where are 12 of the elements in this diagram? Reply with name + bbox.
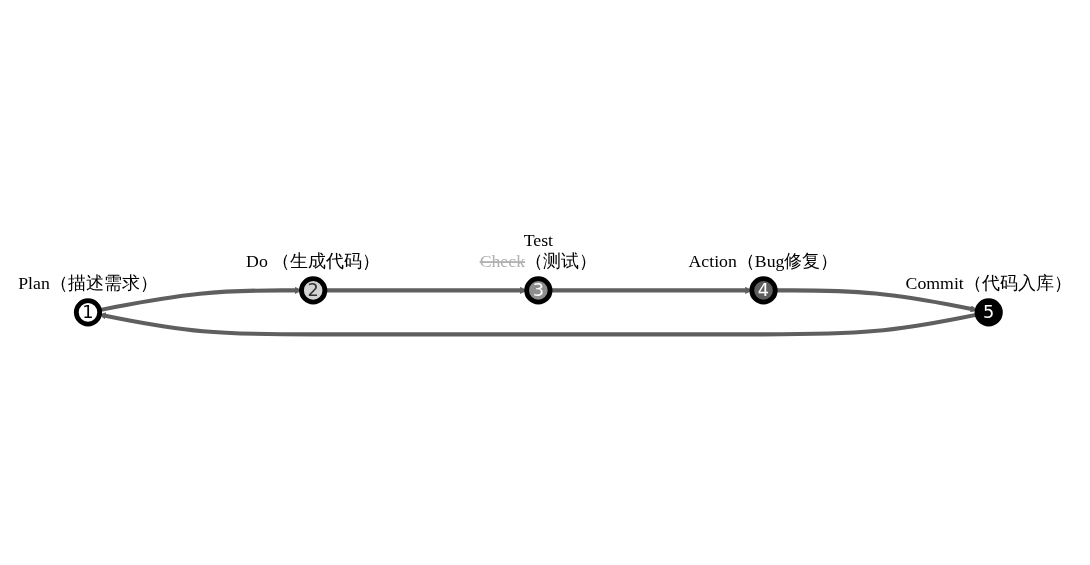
node-caption: Plan（描述需求） (18, 273, 158, 294)
node-caption: Action（Bug修复） (688, 251, 839, 272)
arrow (775, 288, 978, 313)
node-caption: Test (523, 230, 553, 251)
node-circle: 1 (73, 298, 103, 327)
node-circle: 2 (299, 276, 328, 305)
node-caption: Commit（代码入库） (905, 273, 1072, 294)
node-caption: Do （生成代码） (246, 251, 381, 272)
node-circle: 3 (524, 276, 553, 305)
node-caption: Check（测试） (479, 251, 597, 272)
node-circle: 5 (974, 298, 1003, 327)
node-circle: 4 (749, 276, 778, 305)
